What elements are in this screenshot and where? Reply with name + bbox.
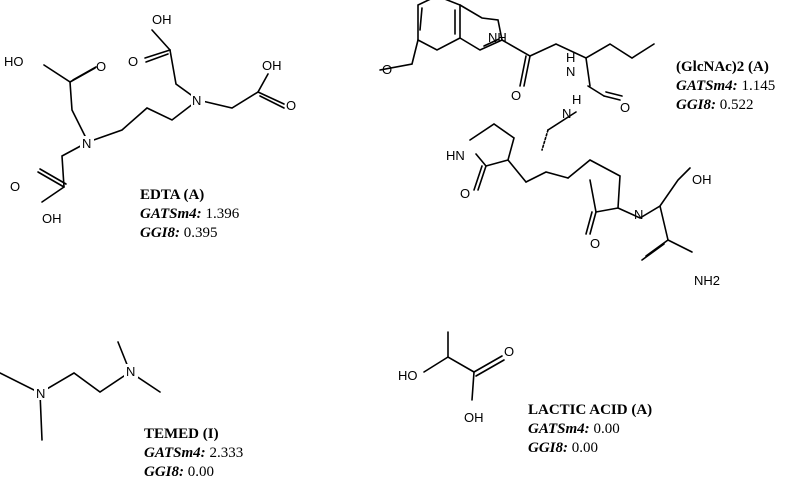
temed-structure: N N bbox=[0, 341, 161, 441]
atom-label: OH bbox=[152, 12, 172, 27]
descriptor-label: GGI8: bbox=[676, 97, 716, 113]
descriptor-label: GATSm4: bbox=[140, 206, 202, 222]
atom-label: N bbox=[566, 64, 575, 79]
atom-label: O bbox=[511, 88, 521, 103]
atom-label: O bbox=[286, 98, 296, 113]
atom-label: HO bbox=[4, 54, 24, 69]
atom-label: N bbox=[82, 136, 91, 151]
compound-name: LACTIC ACID (A) bbox=[528, 402, 653, 418]
atom-label: N bbox=[126, 364, 135, 379]
descriptor-label: GGI8: bbox=[140, 225, 180, 241]
compound-name: EDTA (A) bbox=[140, 187, 205, 203]
atom-label: H bbox=[566, 50, 575, 65]
atom-label: N bbox=[634, 207, 643, 222]
edta-structure: HO O O OH OH O N N O OH bbox=[4, 12, 296, 226]
glcnac2-structure: NH N H O O H N O HN O N OH O NH2 bbox=[379, 0, 720, 288]
descriptor-label: GATSm4: bbox=[528, 421, 590, 437]
glcnac2-caption: (GlcNAc)2 (A) GATSm4: 1.145 GGI8: 0.522 bbox=[676, 58, 775, 115]
atom-label: HN bbox=[446, 148, 465, 163]
atom-label: N bbox=[562, 106, 571, 121]
atom-label: HO bbox=[398, 368, 418, 383]
descriptor-label: GGI8: bbox=[528, 440, 568, 456]
atom-label: N bbox=[36, 386, 45, 401]
descriptor-value: 1.396 bbox=[205, 206, 240, 222]
atom-label: O bbox=[382, 62, 392, 77]
atom-label: O bbox=[10, 179, 20, 194]
lactic-acid-structure: HO O OH bbox=[398, 331, 514, 425]
descriptor-value: 0.00 bbox=[187, 464, 214, 480]
atom-label: NH bbox=[488, 30, 507, 45]
atom-label: O bbox=[590, 236, 600, 251]
atom-label: H bbox=[572, 92, 581, 107]
compound-name: (GlcNAc)2 (A) bbox=[676, 59, 769, 75]
atom-label: OH bbox=[42, 211, 62, 226]
atom-label: O bbox=[504, 344, 514, 359]
descriptor-value: 1.145 bbox=[741, 78, 776, 94]
descriptor-label: GGI8: bbox=[144, 464, 184, 480]
descriptor-value: 0.00 bbox=[571, 440, 598, 456]
descriptor-value: 0.00 bbox=[593, 421, 620, 437]
atom-label: O bbox=[620, 100, 630, 115]
atom-label: O bbox=[96, 59, 106, 74]
atom-label: OH bbox=[262, 58, 282, 73]
compound-name: TEMED (I) bbox=[144, 426, 219, 442]
descriptor-value: 0.522 bbox=[719, 97, 754, 113]
atom-label: O bbox=[128, 54, 138, 69]
descriptor-value: 0.395 bbox=[183, 225, 218, 241]
atom-label: OH bbox=[464, 410, 484, 425]
edta-caption: EDTA (A) GATSm4: 1.396 GGI8: 0.395 bbox=[140, 186, 239, 243]
atom-label: OH bbox=[692, 172, 712, 187]
atom-label: N bbox=[192, 93, 201, 108]
atom-label: O bbox=[460, 186, 470, 201]
temed-caption: TEMED (I) GATSm4: 2.333 GGI8: 0.00 bbox=[144, 425, 243, 482]
atom-label: NH2 bbox=[694, 273, 720, 288]
lactic-acid-caption: LACTIC ACID (A) GATSm4: 0.00 GGI8: 0.00 bbox=[528, 401, 652, 458]
descriptor-value: 2.333 bbox=[209, 445, 244, 461]
descriptor-label: GATSm4: bbox=[676, 78, 738, 94]
descriptor-label: GATSm4: bbox=[144, 445, 206, 461]
